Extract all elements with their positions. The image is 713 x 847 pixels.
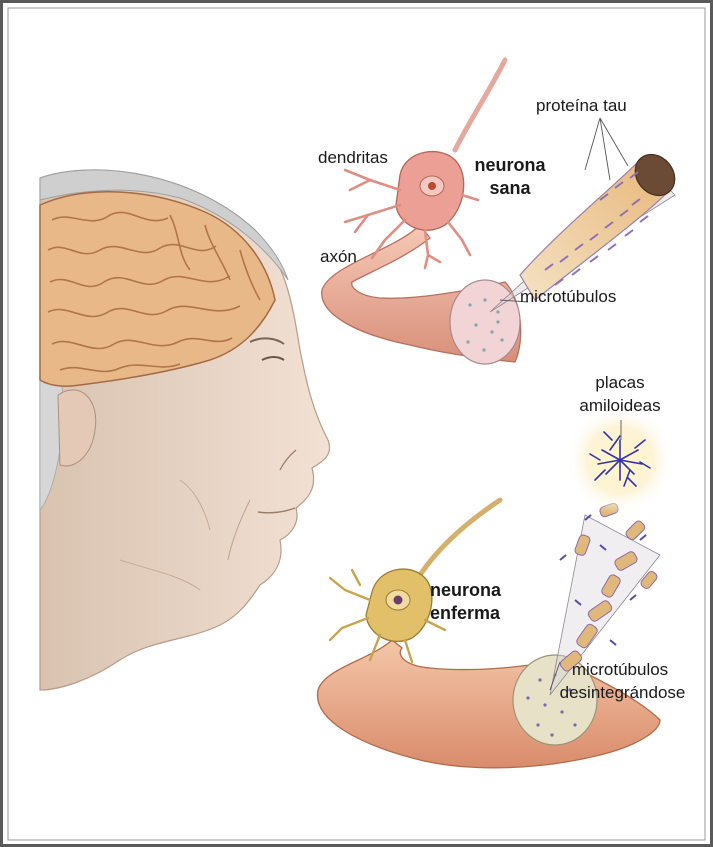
label-amyloid-line1: placas xyxy=(560,373,680,393)
label-tau-protein: proteína tau xyxy=(536,96,627,116)
label-diseased-neuron-line1: neurona xyxy=(430,580,501,601)
label-microtubules: microtúbulos xyxy=(520,287,616,307)
label-disintegrating-line1: microtúbulos xyxy=(545,660,695,680)
label-diseased-neuron-line2: enferma xyxy=(430,603,500,624)
label-amyloid-line2: amiloideas xyxy=(560,396,680,416)
label-healthy-neuron-line1: neurona xyxy=(470,155,550,176)
label-dendrites: dendritas xyxy=(318,148,388,168)
label-healthy-neuron-line2: sana xyxy=(470,178,550,199)
label-axon: axón xyxy=(320,247,357,267)
label-disintegrating-line2: desintegrándose xyxy=(545,683,700,703)
